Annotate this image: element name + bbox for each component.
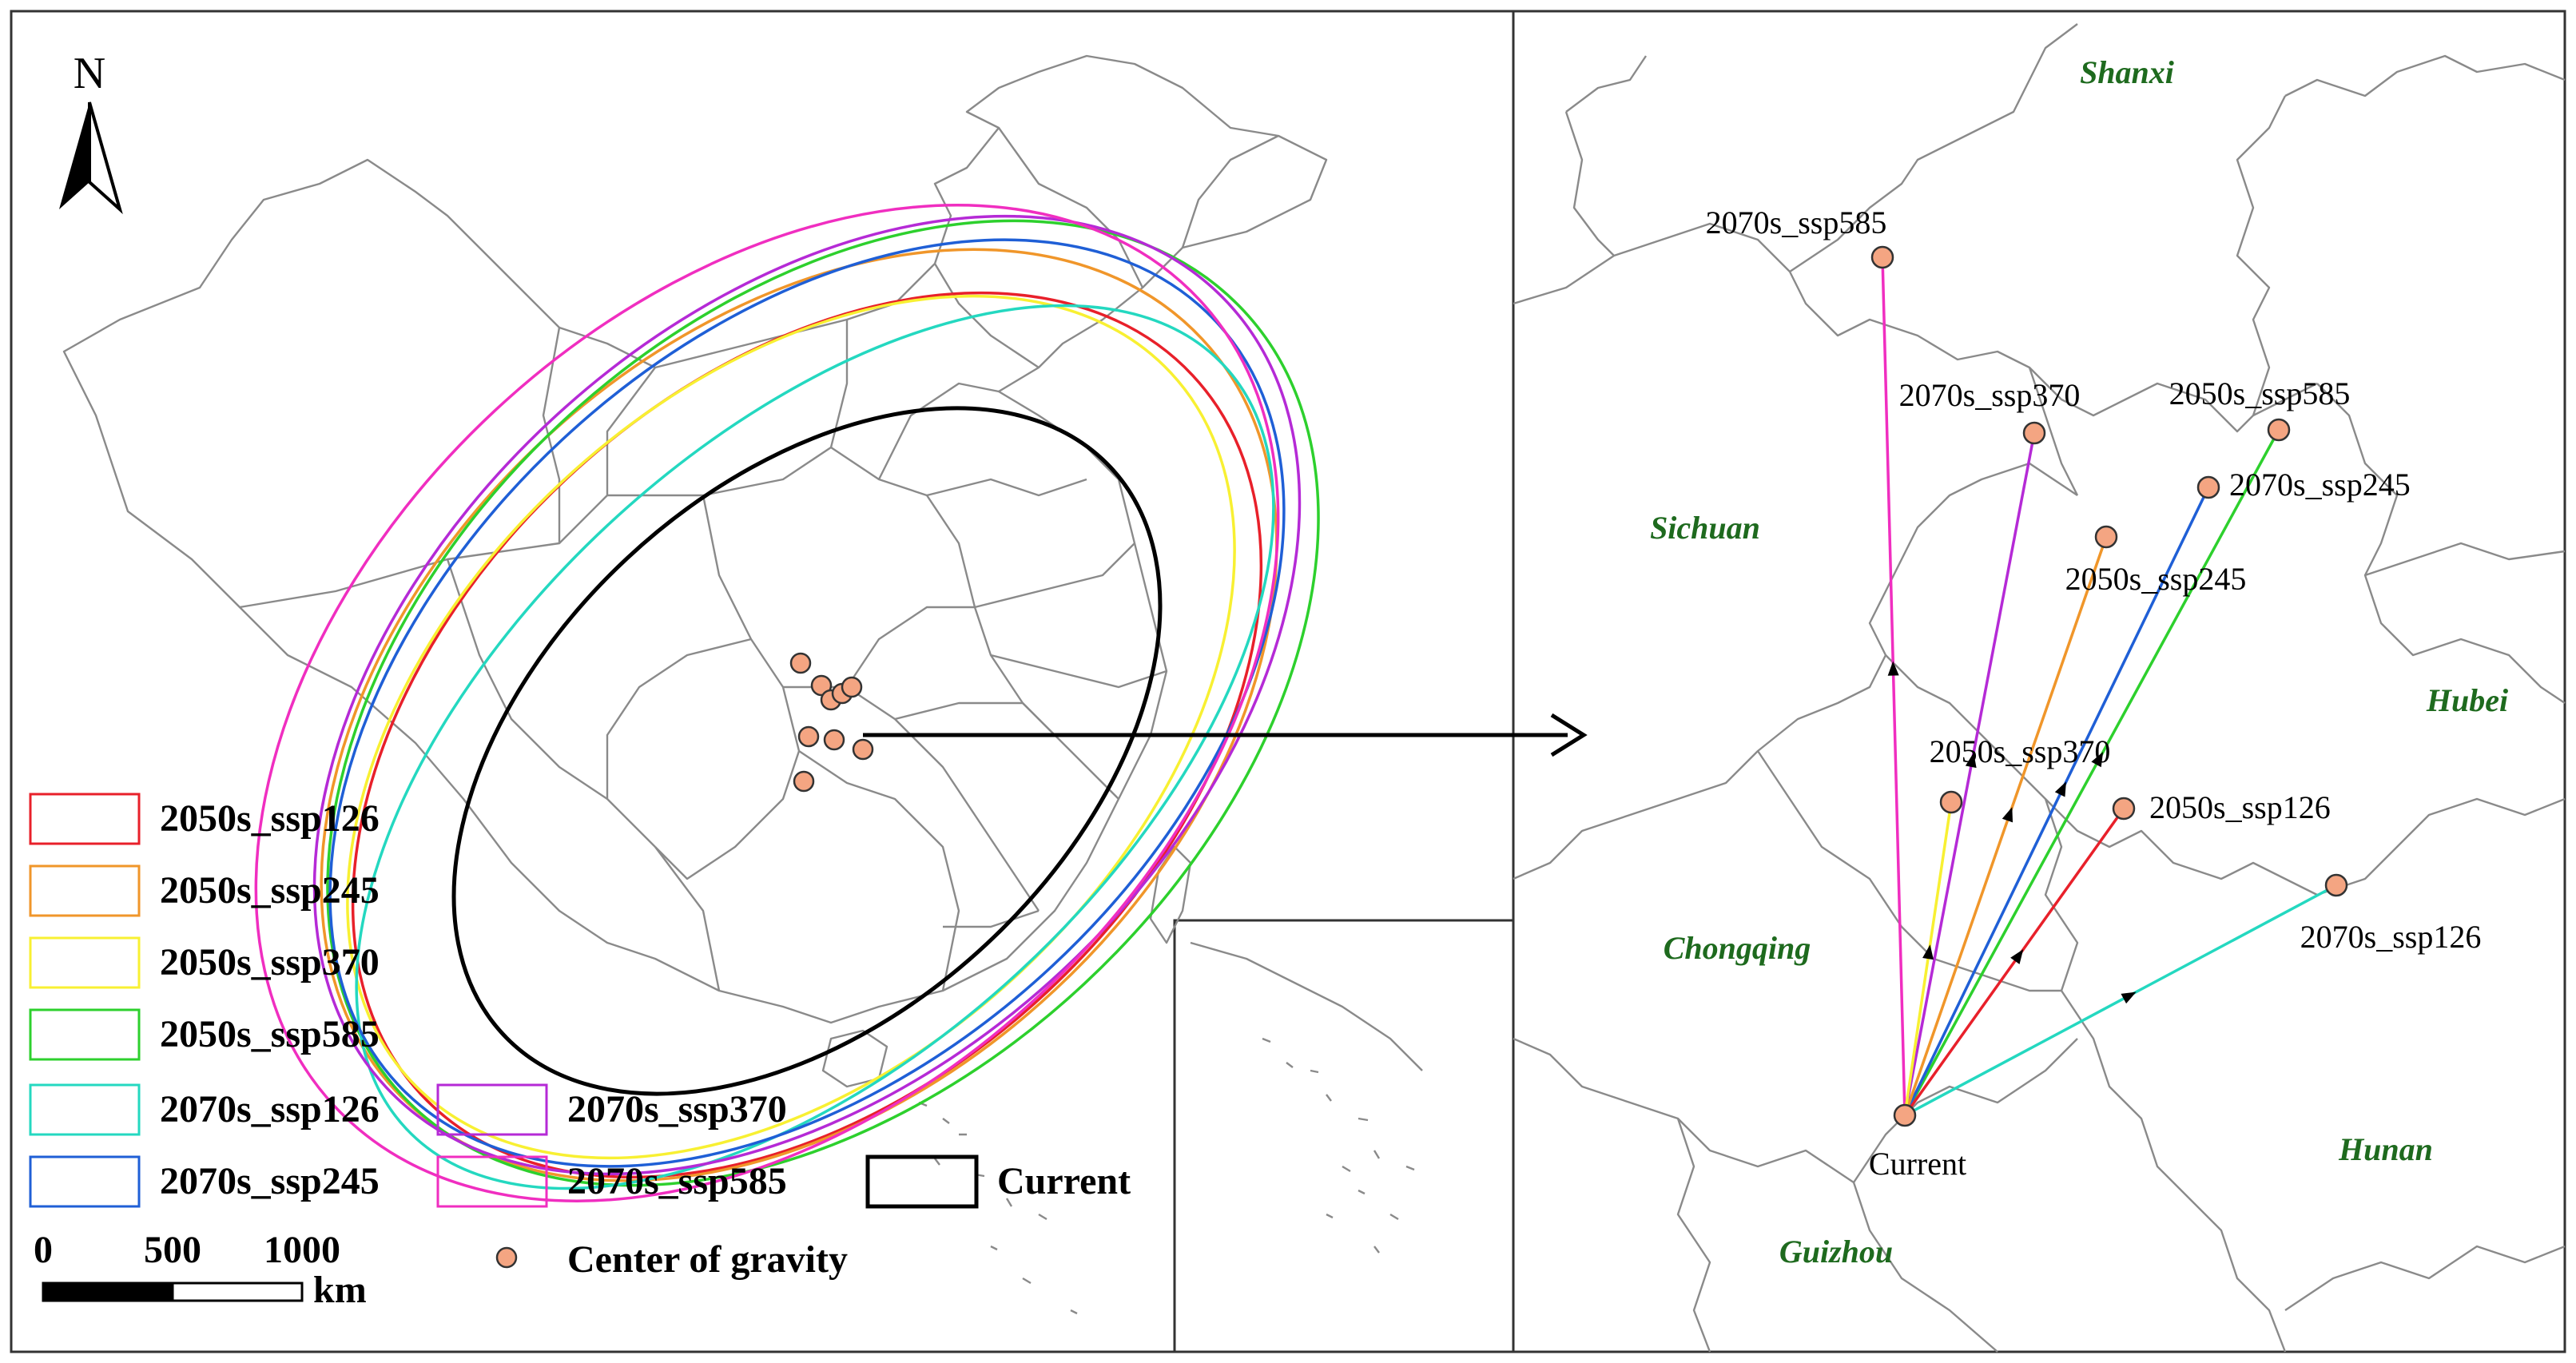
- legend: 2050s_ssp126 2050s_ssp245 2050s_ssp370 2050…: [29, 793, 1131, 1281]
- path-arrow-2050s-ssp245: [2002, 807, 2013, 823]
- point-label-2050s-ssp126: 2050s_ssp126: [2149, 789, 2331, 825]
- point-2070s-ssp585: [1870, 245, 1894, 269]
- gravity-centers: [789, 652, 874, 793]
- legend-swatch-current: [865, 1154, 979, 1209]
- legend-label-current: Current: [997, 1160, 1131, 1202]
- standard-deviation-ellipses: [254, 204, 1320, 1202]
- inset-islands: [1190, 941, 1423, 1254]
- zoom-province-borders: [1513, 23, 2566, 1353]
- path-arrow-2050s-ssp370: [1922, 944, 1934, 960]
- point-2070s-ssp245: [2196, 475, 2220, 499]
- point-label-2070s-ssp585: 2070s_ssp585: [1706, 205, 1887, 240]
- scale-tick-1000: 1000: [264, 1229, 340, 1271]
- legend-center-icon: [495, 1246, 518, 1269]
- path-arrow-2070s-ssp370: [1965, 753, 1977, 769]
- ellipse-2050s-ssp585: [326, 219, 1320, 1187]
- path-arrow-2070s-ssp126: [2121, 991, 2137, 1004]
- legend-swatch-2050s-ssp585: [29, 1008, 141, 1061]
- ellipse-2070s-ssp585: [254, 204, 1280, 1202]
- point-label-2070s-ssp245: 2070s_ssp245: [2229, 467, 2411, 503]
- province-labels: Shanxi Sichuan Hubei Chongqing Hunan Gui…: [1650, 54, 2508, 1270]
- gravity-center-dot: [793, 770, 815, 793]
- legend-label-2070s-ssp585: 2070s_ssp585: [567, 1160, 787, 1202]
- gravity-center-dot: [797, 725, 820, 748]
- legend-label-2050s-ssp585: 2050s_ssp585: [160, 1013, 380, 1055]
- ellipse-2070s-ssp370: [312, 214, 1302, 1176]
- path-line-2070s-ssp126: [1904, 884, 2337, 1117]
- north-arrow-icon: [59, 102, 89, 209]
- point-label-2050s-ssp370: 2050s_ssp370: [1930, 733, 2111, 769]
- path-line-2050s-ssp126: [1903, 807, 2125, 1117]
- legend-swatch-2050s-ssp370: [29, 936, 141, 989]
- legend-label-center-of-gravity: Center of gravity: [567, 1238, 848, 1281]
- point-label-2050s-ssp585: 2050s_ssp585: [2169, 376, 2351, 411]
- point-2070s-ssp370: [2022, 421, 2046, 445]
- province-label-sichuan: Sichuan: [1650, 510, 1760, 546]
- scale-tick-0: 0: [34, 1229, 53, 1271]
- province-label-hunan: Hunan: [2338, 1131, 2433, 1167]
- legend-label-2050s-ssp126: 2050s_ssp126: [160, 797, 380, 840]
- china-base-map: [62, 54, 1328, 1315]
- point-2070s-ssp126: [2324, 873, 2348, 897]
- legend-swatch-2050s-ssp245: [29, 864, 141, 917]
- gravity-center-dot: [841, 676, 863, 698]
- scale-bar: 0 500 1000 km: [34, 1229, 367, 1311]
- point-2050s-ssp370: [1939, 790, 1963, 814]
- path-line-2050s-ssp245: [1903, 536, 2108, 1116]
- legend-swatch-2070s-ssp370: [436, 1083, 548, 1136]
- north-label: N: [74, 49, 105, 98]
- path-line-2070s-ssp585: [1881, 256, 1906, 1116]
- legend-label-2070s-ssp245: 2070s_ssp245: [160, 1160, 380, 1202]
- path-arrow-2050s-ssp585: [2091, 752, 2104, 768]
- legend-label-2050s-ssp370: 2050s_ssp370: [160, 941, 380, 984]
- scale-unit: km: [313, 1269, 367, 1311]
- ellipse-2070s-ssp126: [355, 304, 1275, 1190]
- migration-points: 2070s_ssp585 2070s_ssp370 2050s_ssp585 2070…: [1706, 205, 2482, 1127]
- point-2050s-ssp585: [2267, 418, 2291, 442]
- path-line-2050s-ssp585: [1903, 429, 2280, 1116]
- legend-swatch-2070s-ssp245: [29, 1155, 141, 1208]
- north-arrow: N: [59, 49, 123, 215]
- legend-label-2070s-ssp126: 2070s_ssp126: [160, 1088, 380, 1131]
- path-line-2070s-ssp370: [1903, 432, 2036, 1116]
- current-label: Current: [1869, 1146, 1966, 1182]
- scale-tick-500: 500: [144, 1229, 201, 1271]
- migration-paths: [1881, 256, 2337, 1117]
- province-label-hubei: Hubei: [2426, 682, 2508, 718]
- gravity-center-dot: [810, 674, 833, 697]
- province-label-chongqing: Chongqing: [1664, 930, 1811, 966]
- point-2050s-ssp245: [2094, 525, 2118, 549]
- zoom-arrow: [863, 713, 1588, 757]
- path-arrow-2070s-ssp585: [1887, 661, 1899, 676]
- path-line-2070s-ssp245: [1903, 487, 2210, 1116]
- point-label-2070s-ssp126: 2070s_ssp126: [2300, 919, 2482, 955]
- legend-swatch-2050s-ssp126: [29, 793, 141, 845]
- point-2050s-ssp126: [2112, 797, 2136, 821]
- legend-label-2070s-ssp370: 2070s_ssp370: [567, 1088, 787, 1131]
- province-label-guizhou: Guizhou: [1779, 1234, 1893, 1270]
- path-arrow-2050s-ssp126: [2010, 949, 2024, 964]
- point-label-2070s-ssp370: 2070s_ssp370: [1899, 377, 2081, 413]
- point-label-2050s-ssp245: 2050s_ssp245: [2065, 561, 2247, 597]
- point-current: [1893, 1103, 1917, 1127]
- south-china-sea-inset: [1173, 919, 1515, 1353]
- ellipse-current: [451, 406, 1163, 1096]
- legend-swatch-2070s-ssp585: [436, 1155, 548, 1208]
- legend-swatch-2070s-ssp126: [29, 1083, 141, 1136]
- gravity-center-dot: [852, 738, 874, 761]
- province-label-shanxi: Shanxi: [2080, 54, 2174, 90]
- legend-label-2050s-ssp245: 2050s_ssp245: [160, 869, 380, 912]
- gravity-center-dot: [823, 729, 845, 751]
- path-arrow-2070s-ssp245: [2054, 781, 2066, 797]
- gravity-center-dot: [789, 652, 812, 674]
